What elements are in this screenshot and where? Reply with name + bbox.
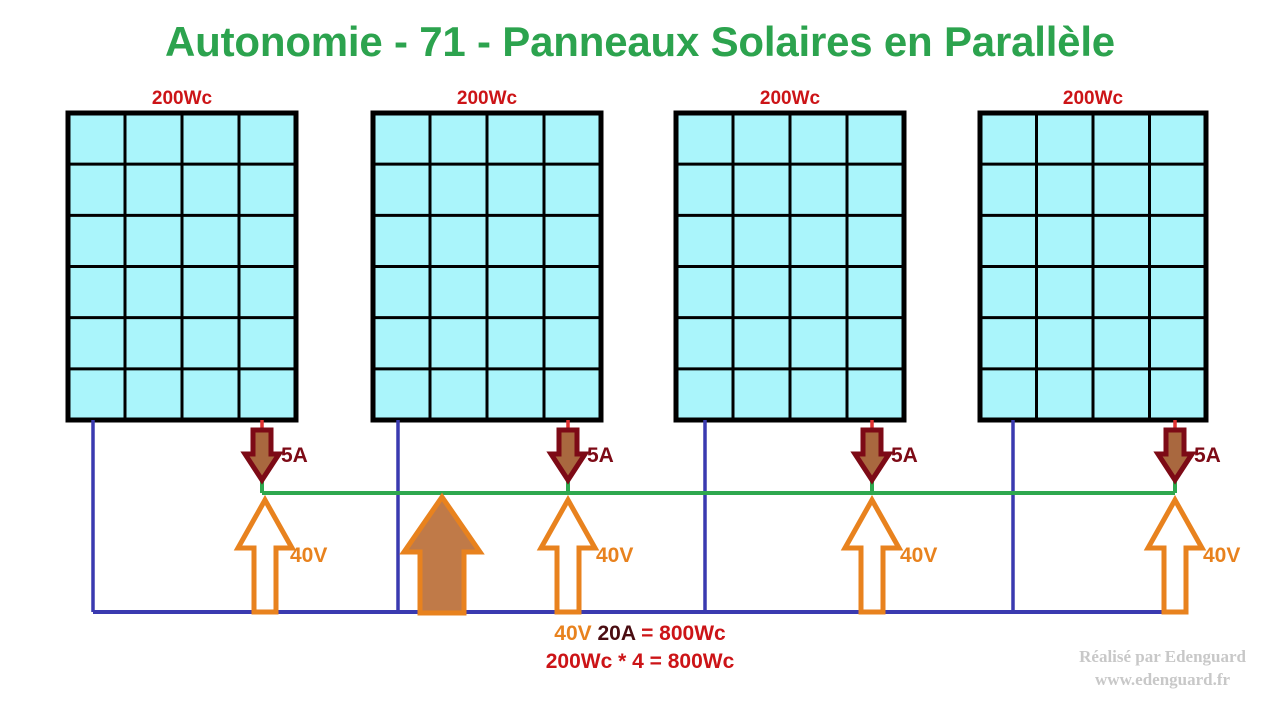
current-arrow-2 xyxy=(546,427,590,485)
arrows-group xyxy=(233,427,1207,616)
current-label-2: 5A xyxy=(587,444,614,467)
current-label-1: 5A xyxy=(281,444,308,467)
panel-label-3: 200Wc xyxy=(759,88,821,109)
watermark: Réalisé par Edenguard www.edenguard.fr xyxy=(1079,645,1246,691)
current-arrow-4 xyxy=(1153,427,1197,485)
current-label-3: 5A xyxy=(891,444,918,467)
summary-result: = 800Wc xyxy=(641,622,726,645)
current-label-4: 5A xyxy=(1194,444,1221,467)
panel-label-1: 200Wc xyxy=(151,88,213,109)
current-arrow-3 xyxy=(850,427,894,485)
solar-panel-2 xyxy=(370,110,604,423)
voltage-label-1: 40V xyxy=(290,544,328,567)
watermark-author: Réalisé par Edenguard xyxy=(1079,647,1246,666)
solar-panel-1 xyxy=(65,110,299,423)
watermark-url: www.edenguard.fr xyxy=(1095,670,1231,689)
current-arrow-1 xyxy=(240,427,284,485)
summary-line-2: 200Wc * 4 = 800Wc xyxy=(545,650,735,673)
solar-panel-4 xyxy=(977,110,1209,423)
total-current-arrow xyxy=(399,492,485,616)
solar-panels-group xyxy=(65,110,1209,423)
voltage-label-4: 40V xyxy=(1203,544,1241,567)
page-title: Autonomie - 71 - Panneaux Solaires en Pa… xyxy=(165,18,1115,65)
voltage-arrow-1 xyxy=(233,494,297,615)
summary-current: 20A xyxy=(597,622,636,645)
voltage-arrow-3 xyxy=(840,494,904,615)
solar-panel-3 xyxy=(673,110,907,423)
voltage-arrow-4 xyxy=(1143,494,1207,615)
voltage-arrow-2 xyxy=(536,494,600,615)
summary-block: 40V 20A = 800Wc 200Wc * 4 = 800Wc xyxy=(0,620,1280,676)
voltage-label-2: 40V xyxy=(596,544,634,567)
summary-line-1: 40V 20A = 800Wc xyxy=(0,620,1280,648)
panel-label-2: 200Wc xyxy=(456,88,518,109)
panel-label-4: 200Wc xyxy=(1062,88,1124,109)
summary-voltage: 40V xyxy=(554,622,592,645)
voltage-label-3: 40V xyxy=(900,544,938,567)
